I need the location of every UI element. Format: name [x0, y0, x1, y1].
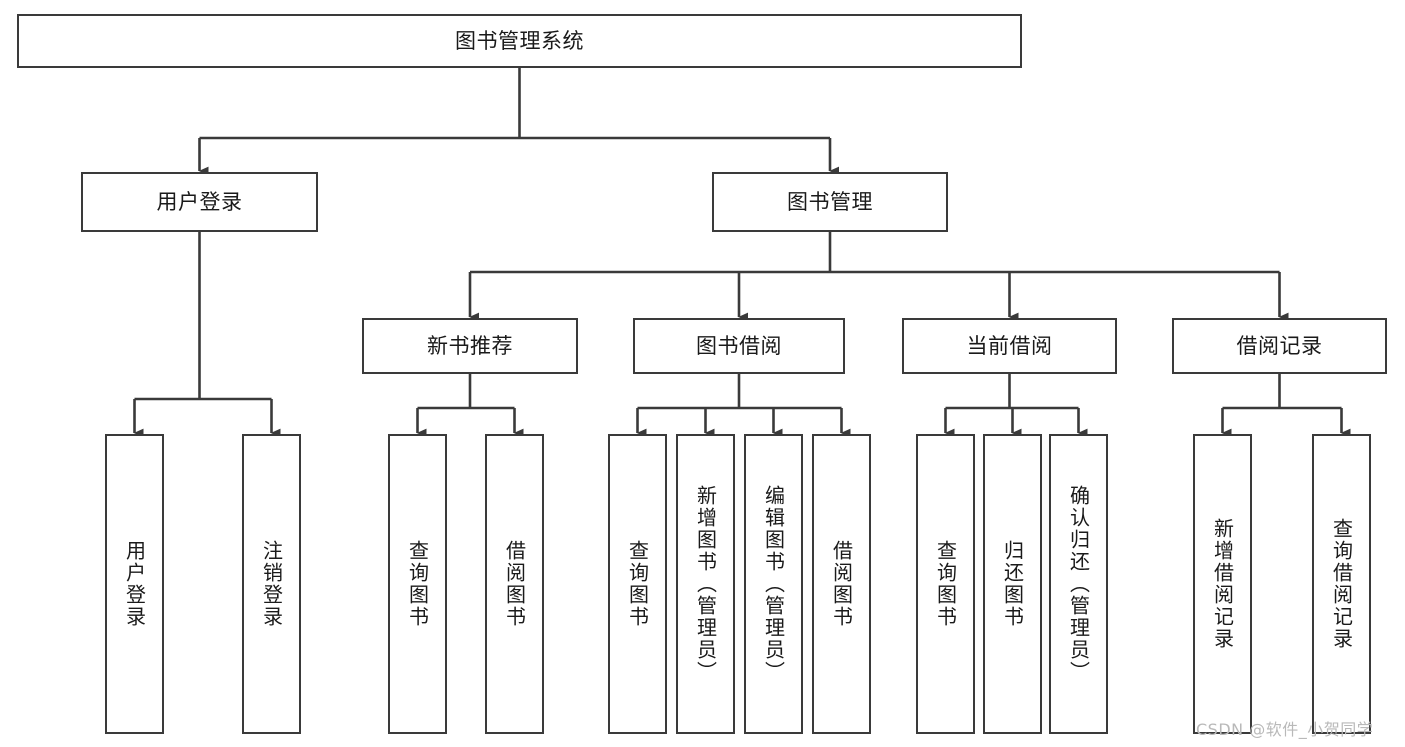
node-label: 新增借阅记录	[1210, 518, 1235, 650]
node-leaf-return-book[interactable]: 归还图书	[983, 434, 1042, 734]
node-leaf-borrow-book[interactable]: 借阅图书	[812, 434, 871, 734]
node-label: 图书管理	[787, 189, 873, 214]
node-label: 图书借阅	[696, 333, 782, 358]
node-label: 查询图书	[933, 540, 958, 628]
node-user-login[interactable]: 用户登录	[81, 172, 318, 232]
node-label: 图书管理系统	[455, 28, 584, 53]
node-label: 注销登录	[259, 540, 284, 628]
node-label: 用户登录	[156, 189, 243, 214]
node-book-manage[interactable]: 图书管理	[712, 172, 948, 232]
node-leaf-query-book-recommend[interactable]: 查询图书	[388, 434, 447, 734]
node-label: 查询图书	[625, 540, 650, 628]
node-leaf-borrow-book-recommend[interactable]: 借阅图书	[485, 434, 544, 734]
node-label: 新增图书（管理员）	[693, 485, 718, 683]
node-leaf-user-login[interactable]: 用户登录	[105, 434, 164, 734]
node-current-borrow[interactable]: 当前借阅	[902, 318, 1117, 374]
node-leaf-query-book[interactable]: 查询图书	[608, 434, 667, 734]
node-leaf-add-borrow-record[interactable]: 新增借阅记录	[1193, 434, 1252, 734]
node-label: 借阅记录	[1236, 333, 1323, 358]
node-label: 新书推荐	[427, 333, 513, 358]
node-label: 编辑图书（管理员）	[761, 485, 786, 683]
node-label: 查询图书	[405, 540, 430, 628]
node-label: 确认归还（管理员）	[1066, 485, 1091, 683]
node-label: 借阅图书	[829, 540, 854, 628]
node-label: 借阅图书	[502, 540, 527, 628]
node-label: 当前借阅	[966, 333, 1053, 358]
node-leaf-edit-book[interactable]: 编辑图书（管理员）	[744, 434, 803, 734]
node-book-borrow[interactable]: 图书借阅	[633, 318, 845, 374]
node-label: 查询借阅记录	[1329, 518, 1354, 650]
node-new-book-recommend[interactable]: 新书推荐	[362, 318, 578, 374]
node-leaf-query-book-current[interactable]: 查询图书	[916, 434, 975, 734]
node-borrow-record[interactable]: 借阅记录	[1172, 318, 1387, 374]
node-leaf-add-book[interactable]: 新增图书（管理员）	[676, 434, 735, 734]
node-label: 用户登录	[122, 540, 147, 628]
node-root-book-management-system[interactable]: 图书管理系统	[17, 14, 1022, 68]
node-label: 归还图书	[1000, 540, 1025, 628]
node-leaf-confirm-return[interactable]: 确认归还（管理员）	[1049, 434, 1108, 734]
csdn-watermark: CSDN @软件_小贺同学	[1196, 720, 1374, 739]
node-leaf-user-logout[interactable]: 注销登录	[242, 434, 301, 734]
node-leaf-query-borrow-record[interactable]: 查询借阅记录	[1312, 434, 1371, 734]
